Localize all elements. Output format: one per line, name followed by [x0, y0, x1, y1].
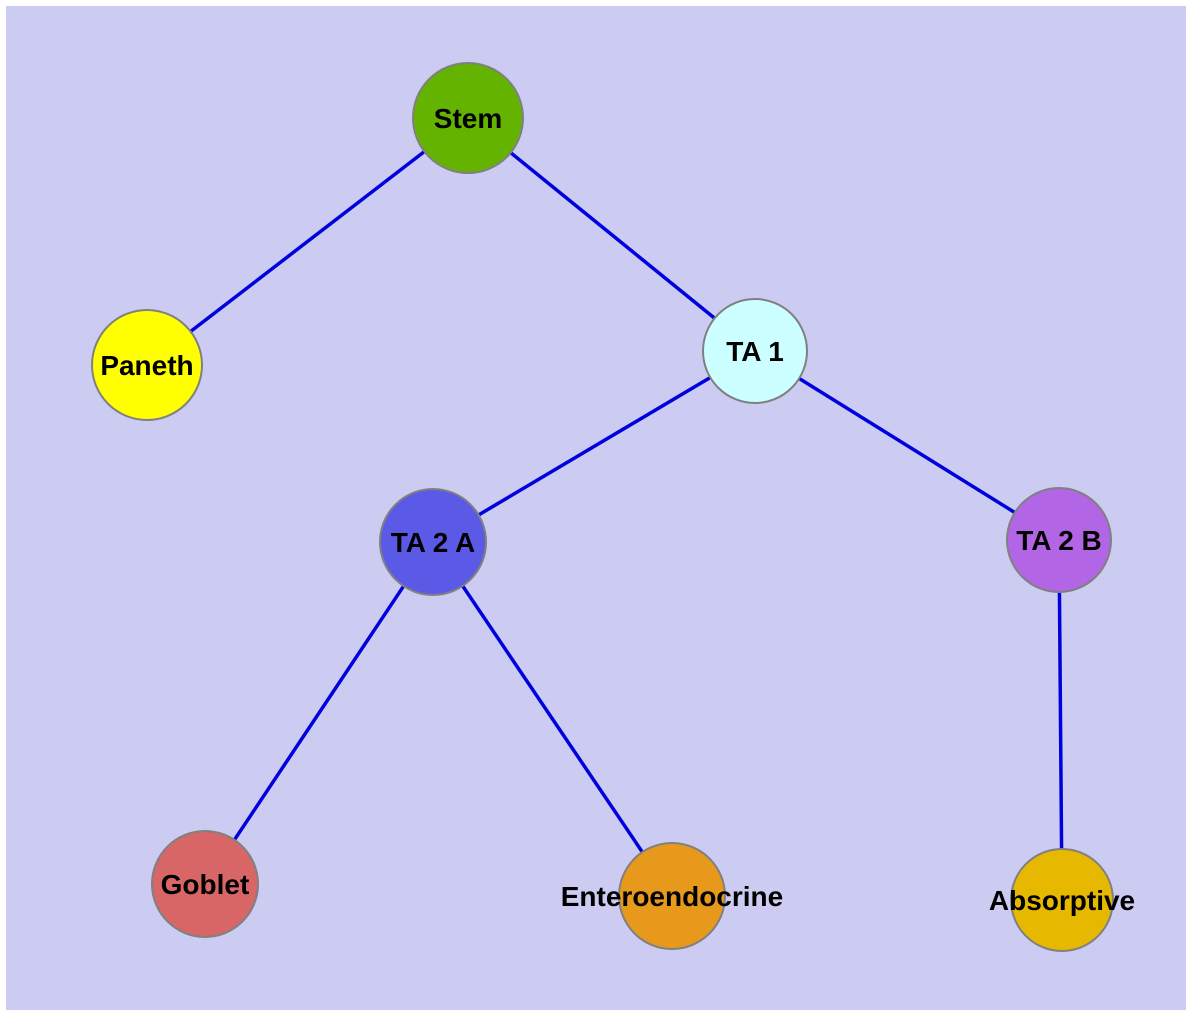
node-circle-ta1[interactable]	[702, 298, 808, 404]
node-circle-enteroendocrine[interactable]	[618, 842, 726, 950]
node-goblet[interactable]: Goblet	[151, 830, 259, 938]
edge-ta2a-goblet	[203, 541, 435, 885]
node-ta1[interactable]: TA 1	[702, 298, 808, 404]
node-circle-goblet[interactable]	[151, 830, 259, 938]
edge-ta2a-enteroendocrine	[431, 541, 674, 897]
node-circle-ta2a[interactable]	[379, 488, 487, 596]
node-circle-ta2b[interactable]	[1006, 487, 1112, 593]
node-ta2b[interactable]: TA 2 B	[1006, 487, 1112, 593]
edge-ta1-ta2b	[754, 349, 1060, 542]
node-circle-paneth[interactable]	[91, 309, 203, 421]
node-ta2a[interactable]: TA 2 A	[379, 488, 487, 596]
edge-stem-paneth	[145, 116, 470, 367]
node-stem[interactable]: Stem	[412, 62, 524, 174]
node-paneth[interactable]: Paneth	[91, 309, 203, 421]
edge-stem-ta1	[466, 116, 757, 353]
node-circle-absorptive[interactable]	[1010, 848, 1114, 952]
edge-ta2b-absorptive	[1057, 539, 1064, 901]
node-circle-stem[interactable]	[412, 62, 524, 174]
edge-ta1-ta2a	[432, 349, 756, 544]
